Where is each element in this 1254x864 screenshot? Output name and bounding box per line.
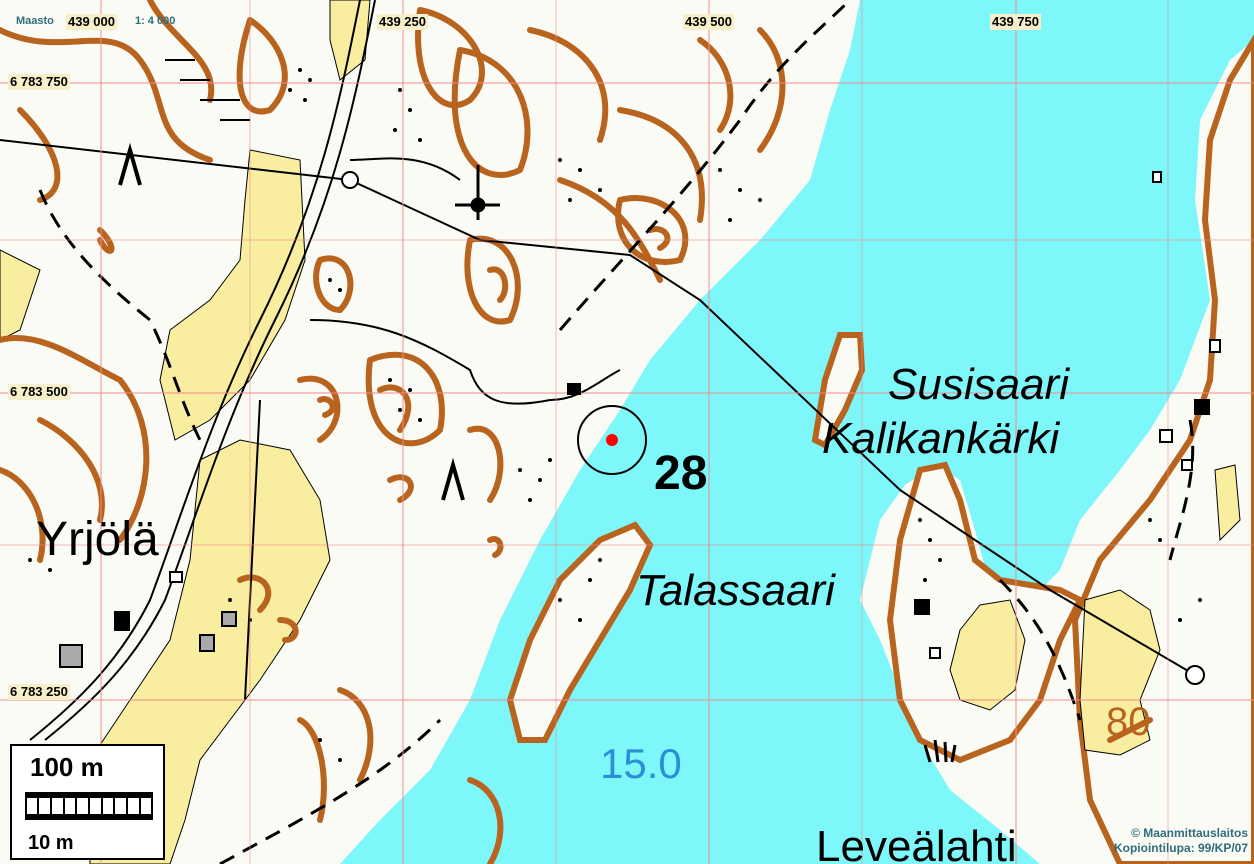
map-type-name: Maasto <box>16 15 54 27</box>
lake-depth-label: 15.0 <box>600 740 682 787</box>
place-name-kalikankarki: Kalikankärki <box>822 414 1060 463</box>
copyright: © Maanmittauslaitos Kopiointilupa: 99/KP… <box>1114 826 1248 856</box>
grid-label-x-439750: 439 750 <box>990 14 1041 30</box>
scale-bar-small-label: 10 m <box>28 832 74 854</box>
island-talassaari <box>506 521 654 743</box>
map-scale-ratio: 1: 4 000 <box>134 15 176 27</box>
field-east-3 <box>1214 464 1241 542</box>
grid-label-y-6783750: 6 783 750 <box>8 74 70 90</box>
tower-symbols <box>341 171 1205 685</box>
place-name-susisaari: Susisaari <box>888 360 1069 409</box>
map-type-label: Maasto 1: 4 000 <box>16 15 175 27</box>
field-east-1 <box>949 599 1026 711</box>
field-northwest <box>0 249 41 341</box>
wetland-icon <box>165 59 250 121</box>
position-marker-icon[interactable] <box>577 405 647 475</box>
reed-icon <box>923 739 957 763</box>
grid-label-x-439250: 439 250 <box>377 14 428 30</box>
place-name-yrjola: Yrjölä <box>36 513 159 566</box>
scale-bar: 100 m 10 m <box>10 744 165 860</box>
rock-icon <box>118 142 465 501</box>
island-small <box>811 332 866 449</box>
buildings <box>59 171 1221 668</box>
marker-number: 28 <box>654 447 708 500</box>
open-land-dots <box>28 68 1202 762</box>
scale-bar-large-label: 100 m <box>30 752 104 782</box>
grid-label-x-439000: 439 000 <box>66 14 117 30</box>
place-name-talassaari: Talassaari <box>636 566 835 615</box>
field-north <box>329 0 371 81</box>
copyright-line-1: © Maanmittauslaitos <box>1131 826 1248 840</box>
place-name-levealahti: Leveälahti <box>816 822 1017 864</box>
grid-label-y-6783500: 6 783 500 <box>8 384 70 400</box>
grid-label-x-439500: 439 500 <box>683 14 734 30</box>
viewpoint-icon <box>455 165 500 220</box>
grid-label-y-6783250: 6 783 250 <box>8 684 70 700</box>
copyright-line-2: Kopiointilupa: 99/KP/07 <box>1113 841 1248 855</box>
contour-height-label: 80 <box>1106 700 1151 744</box>
field-west <box>159 149 306 441</box>
scale-bar-ruler <box>25 792 153 820</box>
